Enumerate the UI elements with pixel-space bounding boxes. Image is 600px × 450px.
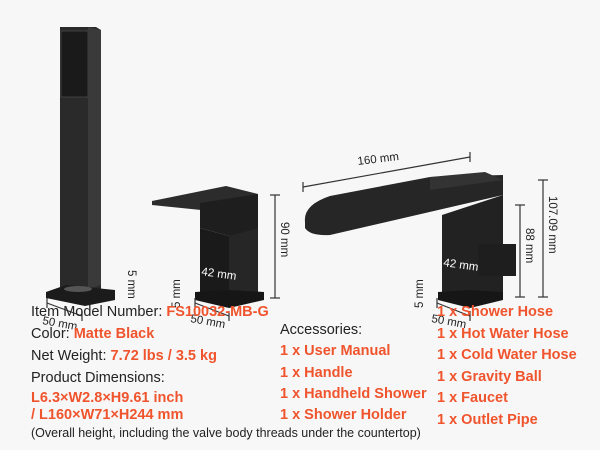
accessory-item: 1 x Shower Hose — [437, 304, 554, 320]
shower-base-height: 5 mm — [125, 270, 137, 299]
model-value: FS10032-MB-G — [166, 304, 269, 320]
accessory-item: 1 x Handheld Shower — [280, 386, 427, 402]
handle-height: 90 mm — [278, 222, 290, 257]
dimensions-inch: L6.3×W2.8×H9.61 inch — [31, 390, 184, 406]
net-weight: Net Weight: 7.72 lbs / 3.5 kg — [31, 348, 217, 364]
dimension-lines — [46, 152, 548, 321]
dimensions-mm: / L160×W71×H244 mm — [31, 407, 184, 423]
color: Color: Matte Black — [31, 326, 154, 342]
accessory-item: 1 x Outlet Pipe — [437, 412, 538, 428]
height-note: (Overall height, including the valve bod… — [31, 426, 421, 440]
accessory-item: 1 x User Manual — [280, 343, 391, 359]
accessory-item: 1 x Gravity Ball — [437, 369, 542, 385]
color-label: Color: — [31, 326, 74, 342]
handheld-shower — [46, 27, 115, 306]
accessory-item: 1 x Faucet — [437, 390, 508, 406]
mixer-handle — [152, 186, 264, 308]
accessory-item: 1 x Shower Holder — [280, 407, 407, 423]
spout-base-height: 5 mm — [414, 279, 426, 308]
model-number: Item Model Number: FS10032-MB-G — [31, 304, 269, 320]
handle-base-height: 5 mm — [171, 279, 183, 308]
spout-total-height: 107.09 mm — [546, 196, 558, 254]
accessories-title: Accessories: — [280, 322, 363, 338]
accessory-item: 1 x Handle — [280, 365, 353, 381]
accessory-item: 1 x Hot Water Hose — [437, 326, 569, 342]
weight-value: 7.72 lbs / 3.5 kg — [110, 348, 217, 364]
spout-length: 160 mm — [357, 151, 400, 168]
accessory-item: 1 x Cold Water Hose — [437, 347, 577, 363]
waterfall-spout — [304, 172, 516, 308]
color-value: Matte Black — [73, 326, 155, 342]
model-label: Item Model Number: — [31, 304, 167, 320]
spout-body-height: 88 mm — [523, 228, 535, 263]
handle-width: 42 mm — [201, 266, 237, 283]
spout-width: 42 mm — [443, 257, 479, 274]
dimensions-label: Product Dimensions: — [31, 370, 165, 386]
weight-label: Net Weight: — [31, 348, 111, 364]
